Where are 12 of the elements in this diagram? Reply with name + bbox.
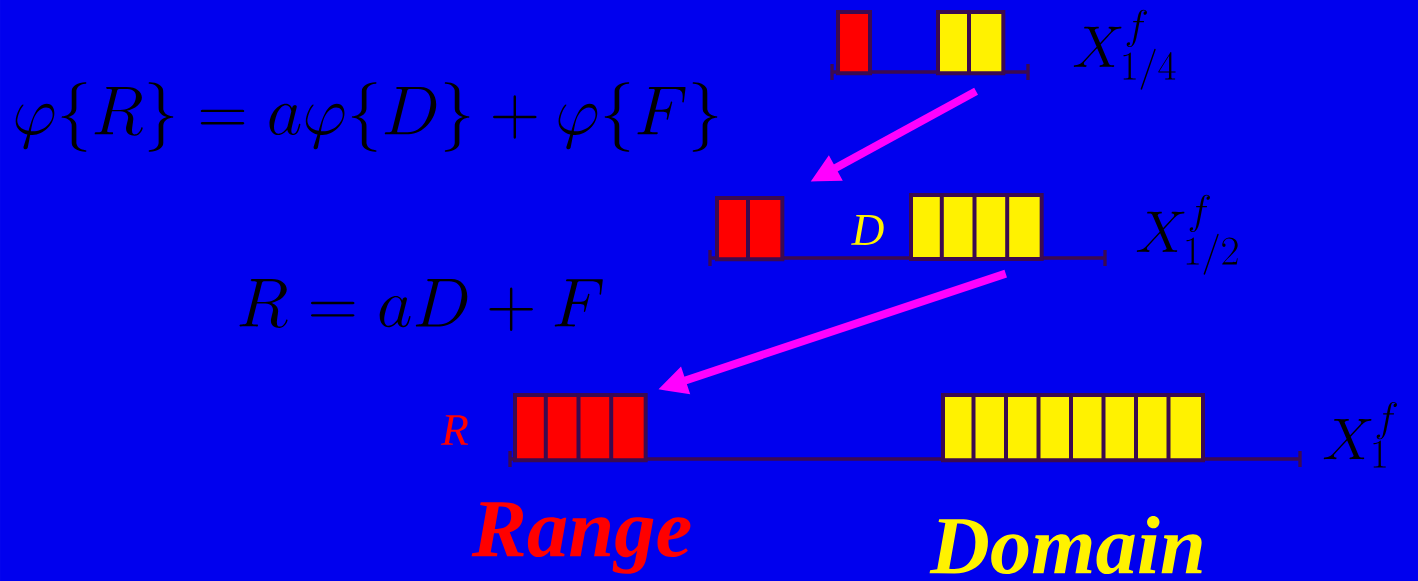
stacked-block [941,393,1205,463]
stacked-block [936,10,1006,76]
stacked-block [836,10,872,76]
scale-label: $X^{f}_{1}$ [1323,402,1397,468]
block-letter: D [851,215,884,245]
stacked-block [513,393,648,463]
equation: $R = aD + F$ [239,279,603,331]
stacked-block [715,196,785,262]
scale-label: $X^{f}_{1/2}$ [1136,194,1238,275]
block-letter: R [440,415,469,445]
stacked-block [909,193,1044,261]
scale-label: $X^{f}_{1/4}$ [1073,9,1176,90]
